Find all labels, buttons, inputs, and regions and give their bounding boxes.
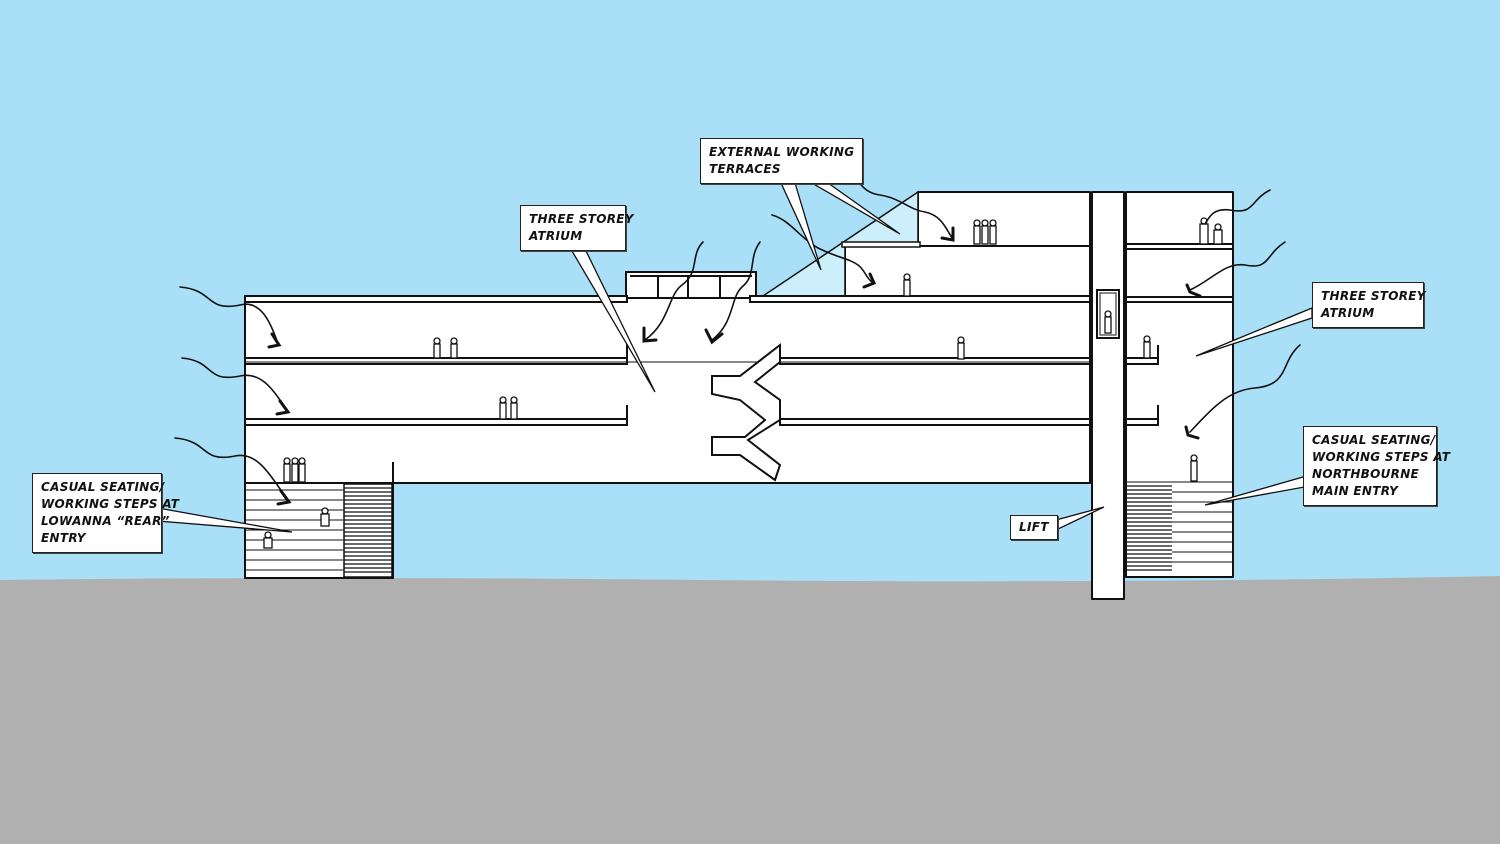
right-stair-treads bbox=[1126, 485, 1172, 571]
person-figure bbox=[433, 337, 441, 359]
label-line: TERRACES bbox=[709, 162, 781, 176]
atrium-edges bbox=[245, 340, 1159, 483]
leader-lines bbox=[157, 182, 1313, 533]
terrace-balustrade bbox=[841, 241, 921, 248]
person-figure bbox=[973, 219, 981, 245]
label-line: ATRIUM bbox=[529, 229, 583, 243]
person-figure bbox=[499, 396, 507, 420]
label-line: LOWANNA “REAR” bbox=[41, 514, 170, 528]
label-line: EXTERNAL WORKING bbox=[709, 145, 855, 159]
person-figure bbox=[320, 507, 330, 527]
label-line: CASUAL SEATING/ bbox=[41, 480, 165, 494]
person-figure bbox=[1190, 454, 1198, 482]
label-line: THREE STOREY bbox=[529, 212, 634, 226]
lift-shaft bbox=[1091, 191, 1125, 600]
ground bbox=[0, 576, 1500, 844]
label-line: ATRIUM bbox=[1321, 306, 1375, 320]
label-line: CASUAL SEATING/ bbox=[1312, 433, 1436, 447]
left-stair-treads bbox=[344, 487, 392, 573]
person-figure bbox=[450, 337, 458, 359]
label-atrium-left: THREE STOREY ATRIUM bbox=[520, 205, 634, 251]
person-figure bbox=[981, 219, 989, 245]
label-line: WORKING STEPS AT bbox=[1312, 450, 1451, 464]
right-tower bbox=[1125, 191, 1234, 578]
label-atrium-right: THREE STOREY ATRIUM bbox=[1312, 282, 1426, 328]
upper-storey-4 bbox=[844, 245, 1091, 299]
label-steps-left: CASUAL SEATING/ WORKING STEPS AT LOWANNA… bbox=[32, 473, 180, 553]
person-figure bbox=[1199, 217, 1209, 245]
label-line: MAIN ENTRY bbox=[1312, 484, 1399, 498]
label-line: LIFT bbox=[1019, 520, 1049, 534]
person-figure bbox=[903, 273, 911, 297]
person-figure bbox=[283, 457, 291, 483]
person-figure bbox=[298, 457, 306, 483]
main-building-body bbox=[244, 297, 1091, 484]
label-lift: LIFT bbox=[1010, 515, 1058, 540]
person-figure bbox=[291, 457, 299, 483]
person-figure bbox=[957, 336, 965, 360]
label-line: ENTRY bbox=[41, 531, 86, 545]
person-figure bbox=[1213, 223, 1223, 245]
person-figure bbox=[1143, 335, 1151, 359]
person-figure bbox=[1104, 310, 1112, 334]
right-seating-steps bbox=[1126, 481, 1233, 563]
left-stair-hatch bbox=[343, 483, 393, 578]
label-line: WORKING STEPS AT bbox=[41, 497, 180, 511]
person-figure bbox=[263, 531, 273, 549]
person-figure bbox=[510, 396, 518, 420]
person-figure bbox=[989, 219, 997, 245]
airflow-arrowheads bbox=[267, 226, 1202, 506]
people-figures bbox=[263, 217, 1223, 549]
atrium-stair bbox=[711, 342, 782, 482]
label-line: NORTHBOURNE bbox=[1312, 467, 1420, 481]
label-steps-right: CASUAL SEATING/ WORKING STEPS AT NORTHBO… bbox=[1303, 426, 1451, 506]
label-external-terraces: EXTERNAL WORKING TERRACES bbox=[700, 138, 864, 184]
label-line: THREE STOREY bbox=[1321, 289, 1426, 303]
airflow-arrows bbox=[174, 169, 1301, 501]
